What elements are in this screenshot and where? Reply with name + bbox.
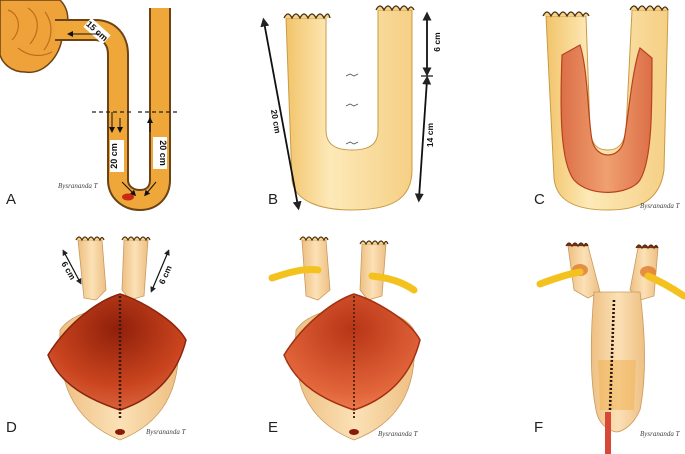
signature-e: Bysrananda T [378,430,419,438]
panel-d: 6 cm 6 cm D Bysrananda T [6,237,187,440]
signature-c: Bysrananda T [640,202,681,210]
panel-label-b: B [268,191,278,208]
panel-label-e: E [268,419,278,436]
dim-6cm-d-left: 6 cm [59,260,78,282]
dim-6cm-d-right: 6 cm [157,263,174,285]
panel-a: 15 cm 20 cm 20 cm A Bysrananda T [0,0,180,208]
panel-b: 20 cm 6 cm 14 cm B [264,6,442,210]
mucosa-c [561,45,652,192]
panel-c: C Bysrananda T [534,6,681,210]
panel-f: F Bysrananda T [534,243,684,454]
dim-20cm-right: 20 cm [158,140,168,166]
panel-label-d: D [6,419,17,436]
dim-20cm-left: 20 cm [109,143,119,169]
limb-right-e [360,244,386,300]
panel-e: E Bysrananda T [268,237,420,440]
dim-14cm-b: 14 cm [425,123,435,148]
limb-left-d [78,240,106,300]
panel-label-f: F [534,419,543,436]
dim-6cm-b: 6 cm [432,32,442,52]
signature-d: Bysrananda T [146,428,187,436]
folded-ileum-b [286,10,412,210]
signature-a: Bysrananda T [58,182,99,190]
panel-label-c: C [534,191,545,208]
limb-right-d [122,240,148,300]
signature-f: Bysrananda T [640,430,681,438]
catheter-f [605,412,611,454]
panel-label-a: A [6,191,16,208]
